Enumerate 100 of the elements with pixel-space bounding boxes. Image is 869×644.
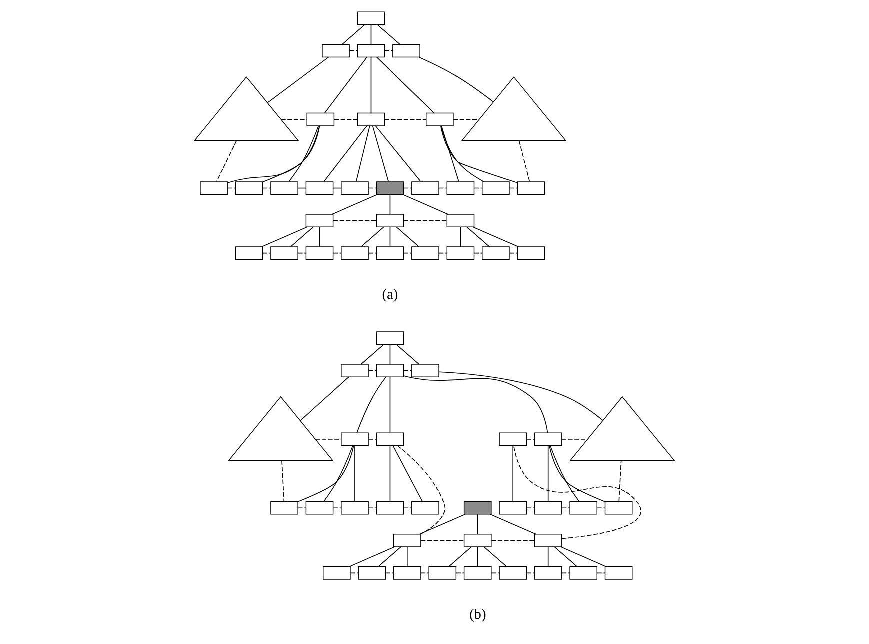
connector [404,376,548,434]
node-box [499,432,528,446]
node-box [392,44,420,58]
connector [396,226,420,248]
node-box [235,246,264,260]
connector [377,24,400,45]
node-box [341,246,369,260]
connector [298,508,306,509]
node-box [534,501,562,515]
connector [404,188,412,189]
connector [361,226,384,248]
node-box [499,501,528,515]
node-box [270,246,298,260]
connector [453,119,480,120]
node-box [341,432,369,446]
node-box [357,12,386,26]
connector [404,252,412,254]
node-box [306,182,334,195]
node-box [306,501,334,515]
connector [420,572,430,574]
connector [368,252,377,254]
connector [466,226,490,248]
connector [262,252,272,254]
connector [419,514,466,535]
connector [548,445,549,502]
node-box [376,432,404,446]
connector [280,119,308,120]
connector [390,445,391,502]
connector [550,445,580,502]
connector [288,126,320,182]
connector [290,226,314,248]
node-box [357,112,386,126]
connector [298,446,354,502]
connector [261,226,308,248]
connector [513,446,642,540]
connector [397,445,446,535]
connector [370,24,372,45]
connector [361,344,384,365]
connector [509,252,518,254]
connector [562,439,588,440]
connector [404,370,412,372]
connector [375,126,422,182]
node-box [393,566,422,580]
node-box [306,246,334,260]
node-box [235,182,264,195]
connector [315,439,342,440]
label: (a) [382,287,398,304]
connector [333,220,377,222]
connector [354,445,356,502]
connector [356,126,370,182]
connector [349,546,396,568]
node-box [322,44,350,58]
connector [368,439,377,440]
connector [438,188,448,189]
connector [372,126,389,182]
connector [441,126,460,182]
connector [490,514,536,535]
connector [390,376,391,434]
node-box [464,566,492,580]
node-box [482,246,510,260]
node-box [393,534,422,548]
connector [368,508,377,509]
connector [526,508,535,509]
connector [477,514,478,535]
node-box [570,566,598,580]
node-triangle [194,76,300,142]
connector [440,126,518,184]
connector [562,508,570,509]
connector [548,546,549,568]
connector [518,140,530,182]
connector [384,50,394,52]
connector [216,140,238,182]
connector [349,50,358,52]
connector [262,126,320,183]
node-box [306,112,335,126]
connector [526,439,535,440]
node-box [517,182,546,195]
connector [342,24,366,45]
connector [333,508,342,509]
node-box [376,214,404,228]
connector [512,445,514,502]
node-box [426,112,454,126]
connector [376,56,434,114]
connector [406,546,408,568]
connector [526,572,535,574]
node-box [376,182,404,195]
node-box [200,182,228,195]
node-box [499,566,528,580]
connector [227,188,236,189]
node-box [376,501,404,515]
node-box [428,566,457,580]
node-box [482,182,510,195]
connector [324,56,368,114]
connector [460,226,462,248]
node-box [341,364,369,378]
node-box [464,501,492,515]
connector [370,56,372,114]
connector [384,119,427,120]
connector [267,56,330,104]
node-box [412,364,440,378]
